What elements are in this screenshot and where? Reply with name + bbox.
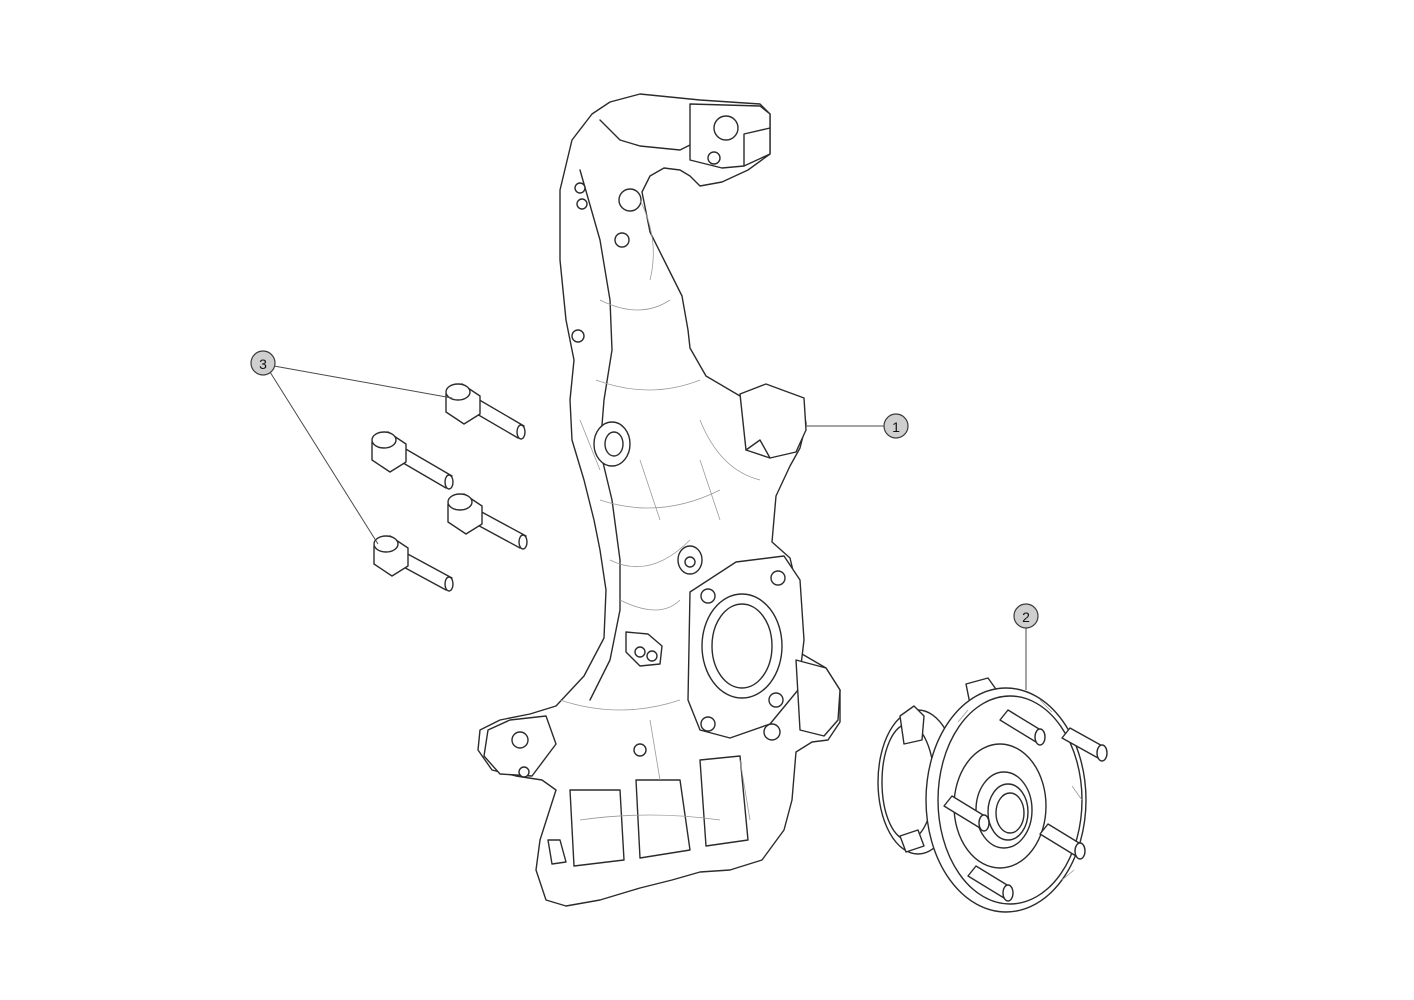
wheel-stud — [943, 795, 990, 832]
bolt — [373, 535, 454, 592]
leader-line-3b — [269, 371, 379, 545]
callout-label-3: 3 — [259, 356, 267, 372]
callout-label-2: 2 — [1022, 609, 1030, 625]
bolt — [447, 493, 528, 550]
wheel-hub-assembly — [877, 677, 1108, 913]
callout-hub: 2 — [1013, 603, 1039, 629]
leader-line-3a — [273, 365, 453, 399]
callout-bolts: 3 — [250, 350, 276, 376]
wheel-stud — [999, 709, 1046, 746]
steering-knuckle — [477, 93, 841, 907]
callout-label-1: 1 — [892, 419, 900, 435]
wheel-stud — [1061, 727, 1108, 762]
wheel-stud — [1039, 823, 1086, 860]
bolt — [371, 431, 454, 490]
bolt — [445, 383, 526, 440]
wheel-stud — [967, 865, 1014, 902]
callout-knuckle: 1 — [883, 413, 909, 439]
